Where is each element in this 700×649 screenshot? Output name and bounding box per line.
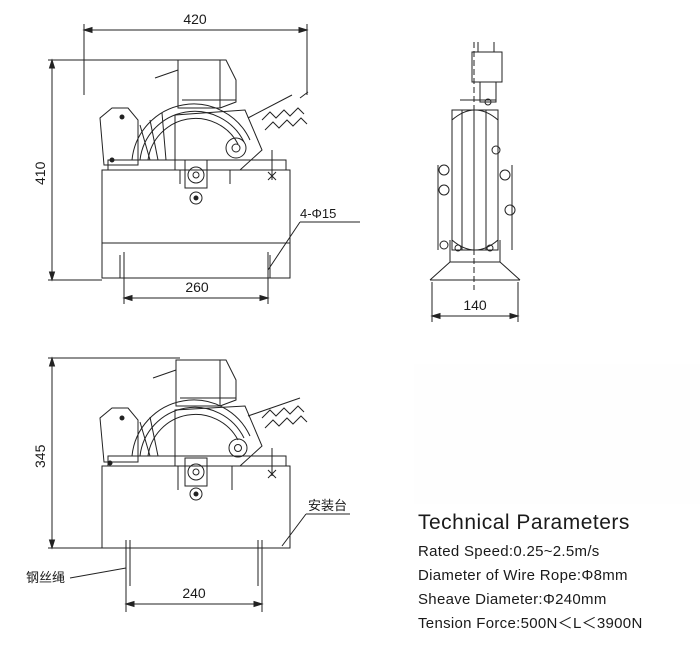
- dimension-height-bottom: 345: [32, 444, 48, 468]
- param-sheave-diameter: Sheave Diameter:Φ240mm: [418, 591, 607, 608]
- dimension-side-width: 140: [463, 297, 487, 313]
- front-view-top: 420 410: [32, 11, 360, 304]
- param-wire-rope-diameter: Diameter of Wire Rope:Φ8mm: [418, 567, 628, 584]
- side-view: 140: [429, 42, 521, 322]
- technical-parameters-panel: Technical Parameters Rated Speed:0.25~2.…: [418, 510, 700, 636]
- dimension-height-top: 410: [32, 161, 48, 185]
- dimension-base-top: 260: [185, 279, 209, 295]
- callout-mounting-base: 安装台: [308, 498, 347, 513]
- callout-wire-rope: 钢丝绳: [26, 570, 65, 585]
- params-backdrop: [414, 364, 700, 504]
- dimension-base-bottom: 240: [182, 585, 206, 601]
- param-tension-force: Tension Force:500N＜L＜3900N: [418, 615, 643, 632]
- dimension-width-top: 420: [183, 11, 207, 27]
- bolt-spec-label: 4-Φ15: [300, 206, 336, 221]
- technical-parameters-title: Technical Parameters: [418, 511, 630, 534]
- param-rated-speed: Rated Speed:0.25~2.5m/s: [418, 543, 600, 560]
- front-view-bottom: 345: [32, 356, 350, 612]
